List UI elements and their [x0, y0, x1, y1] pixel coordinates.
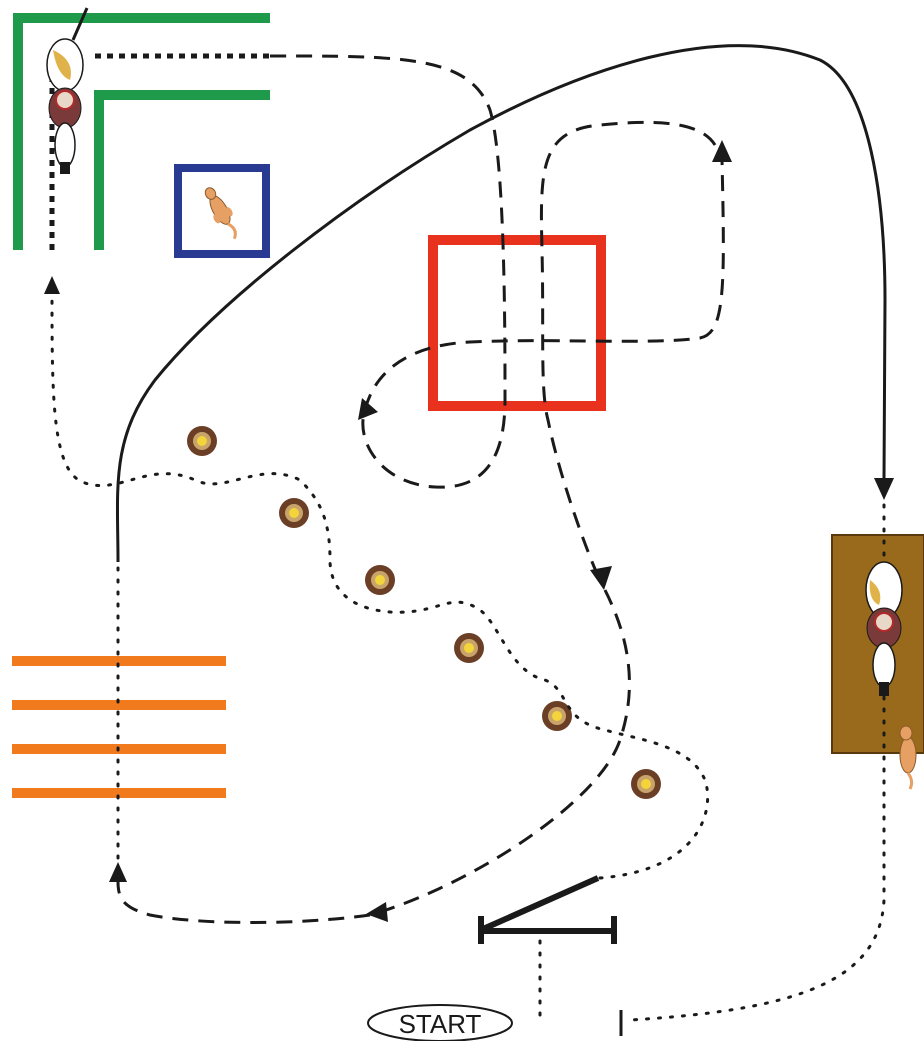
- horse-icon: [865, 561, 903, 696]
- arrowhead-icon: [590, 566, 612, 590]
- pole: [12, 700, 226, 710]
- arrowhead-icon: [874, 478, 894, 500]
- pole: [12, 656, 226, 666]
- dashed-path-square-return: [539, 120, 717, 581]
- arrowhead-icon: [358, 398, 378, 420]
- cone-icon: [365, 565, 395, 595]
- cone-icon: [279, 498, 309, 528]
- red-square-obstacle: [428, 235, 606, 411]
- dog-icon: [204, 187, 237, 240]
- pole: [12, 788, 226, 798]
- cone-icon: [454, 633, 484, 663]
- cone-icon: [631, 769, 661, 799]
- solid-path-lope: [115, 44, 887, 563]
- start-label: START: [399, 1009, 482, 1039]
- arrowhead-icon: [44, 276, 60, 294]
- gate-obstacle: [478, 875, 617, 944]
- dashed-path-square: [269, 54, 725, 489]
- arrowhead-icon: [712, 140, 732, 162]
- cone-icon: [542, 701, 572, 731]
- horse-icon: [46, 7, 89, 174]
- blue-box-obstacle: [174, 164, 270, 258]
- arrowhead-icon: [366, 902, 388, 922]
- l-shape-obstacle: [13, 13, 270, 250]
- dotted-path-finish: [628, 503, 886, 1022]
- arrowhead-icon: [109, 862, 127, 882]
- dashed-path-bottom: [116, 881, 371, 924]
- dog-icon: [899, 725, 917, 790]
- cones: [187, 426, 661, 799]
- start-oval: START: [367, 1004, 513, 1041]
- dashed-path-to-poles: [379, 589, 631, 914]
- cone-icon: [187, 426, 217, 456]
- dotted-path-weave: [50, 288, 710, 880]
